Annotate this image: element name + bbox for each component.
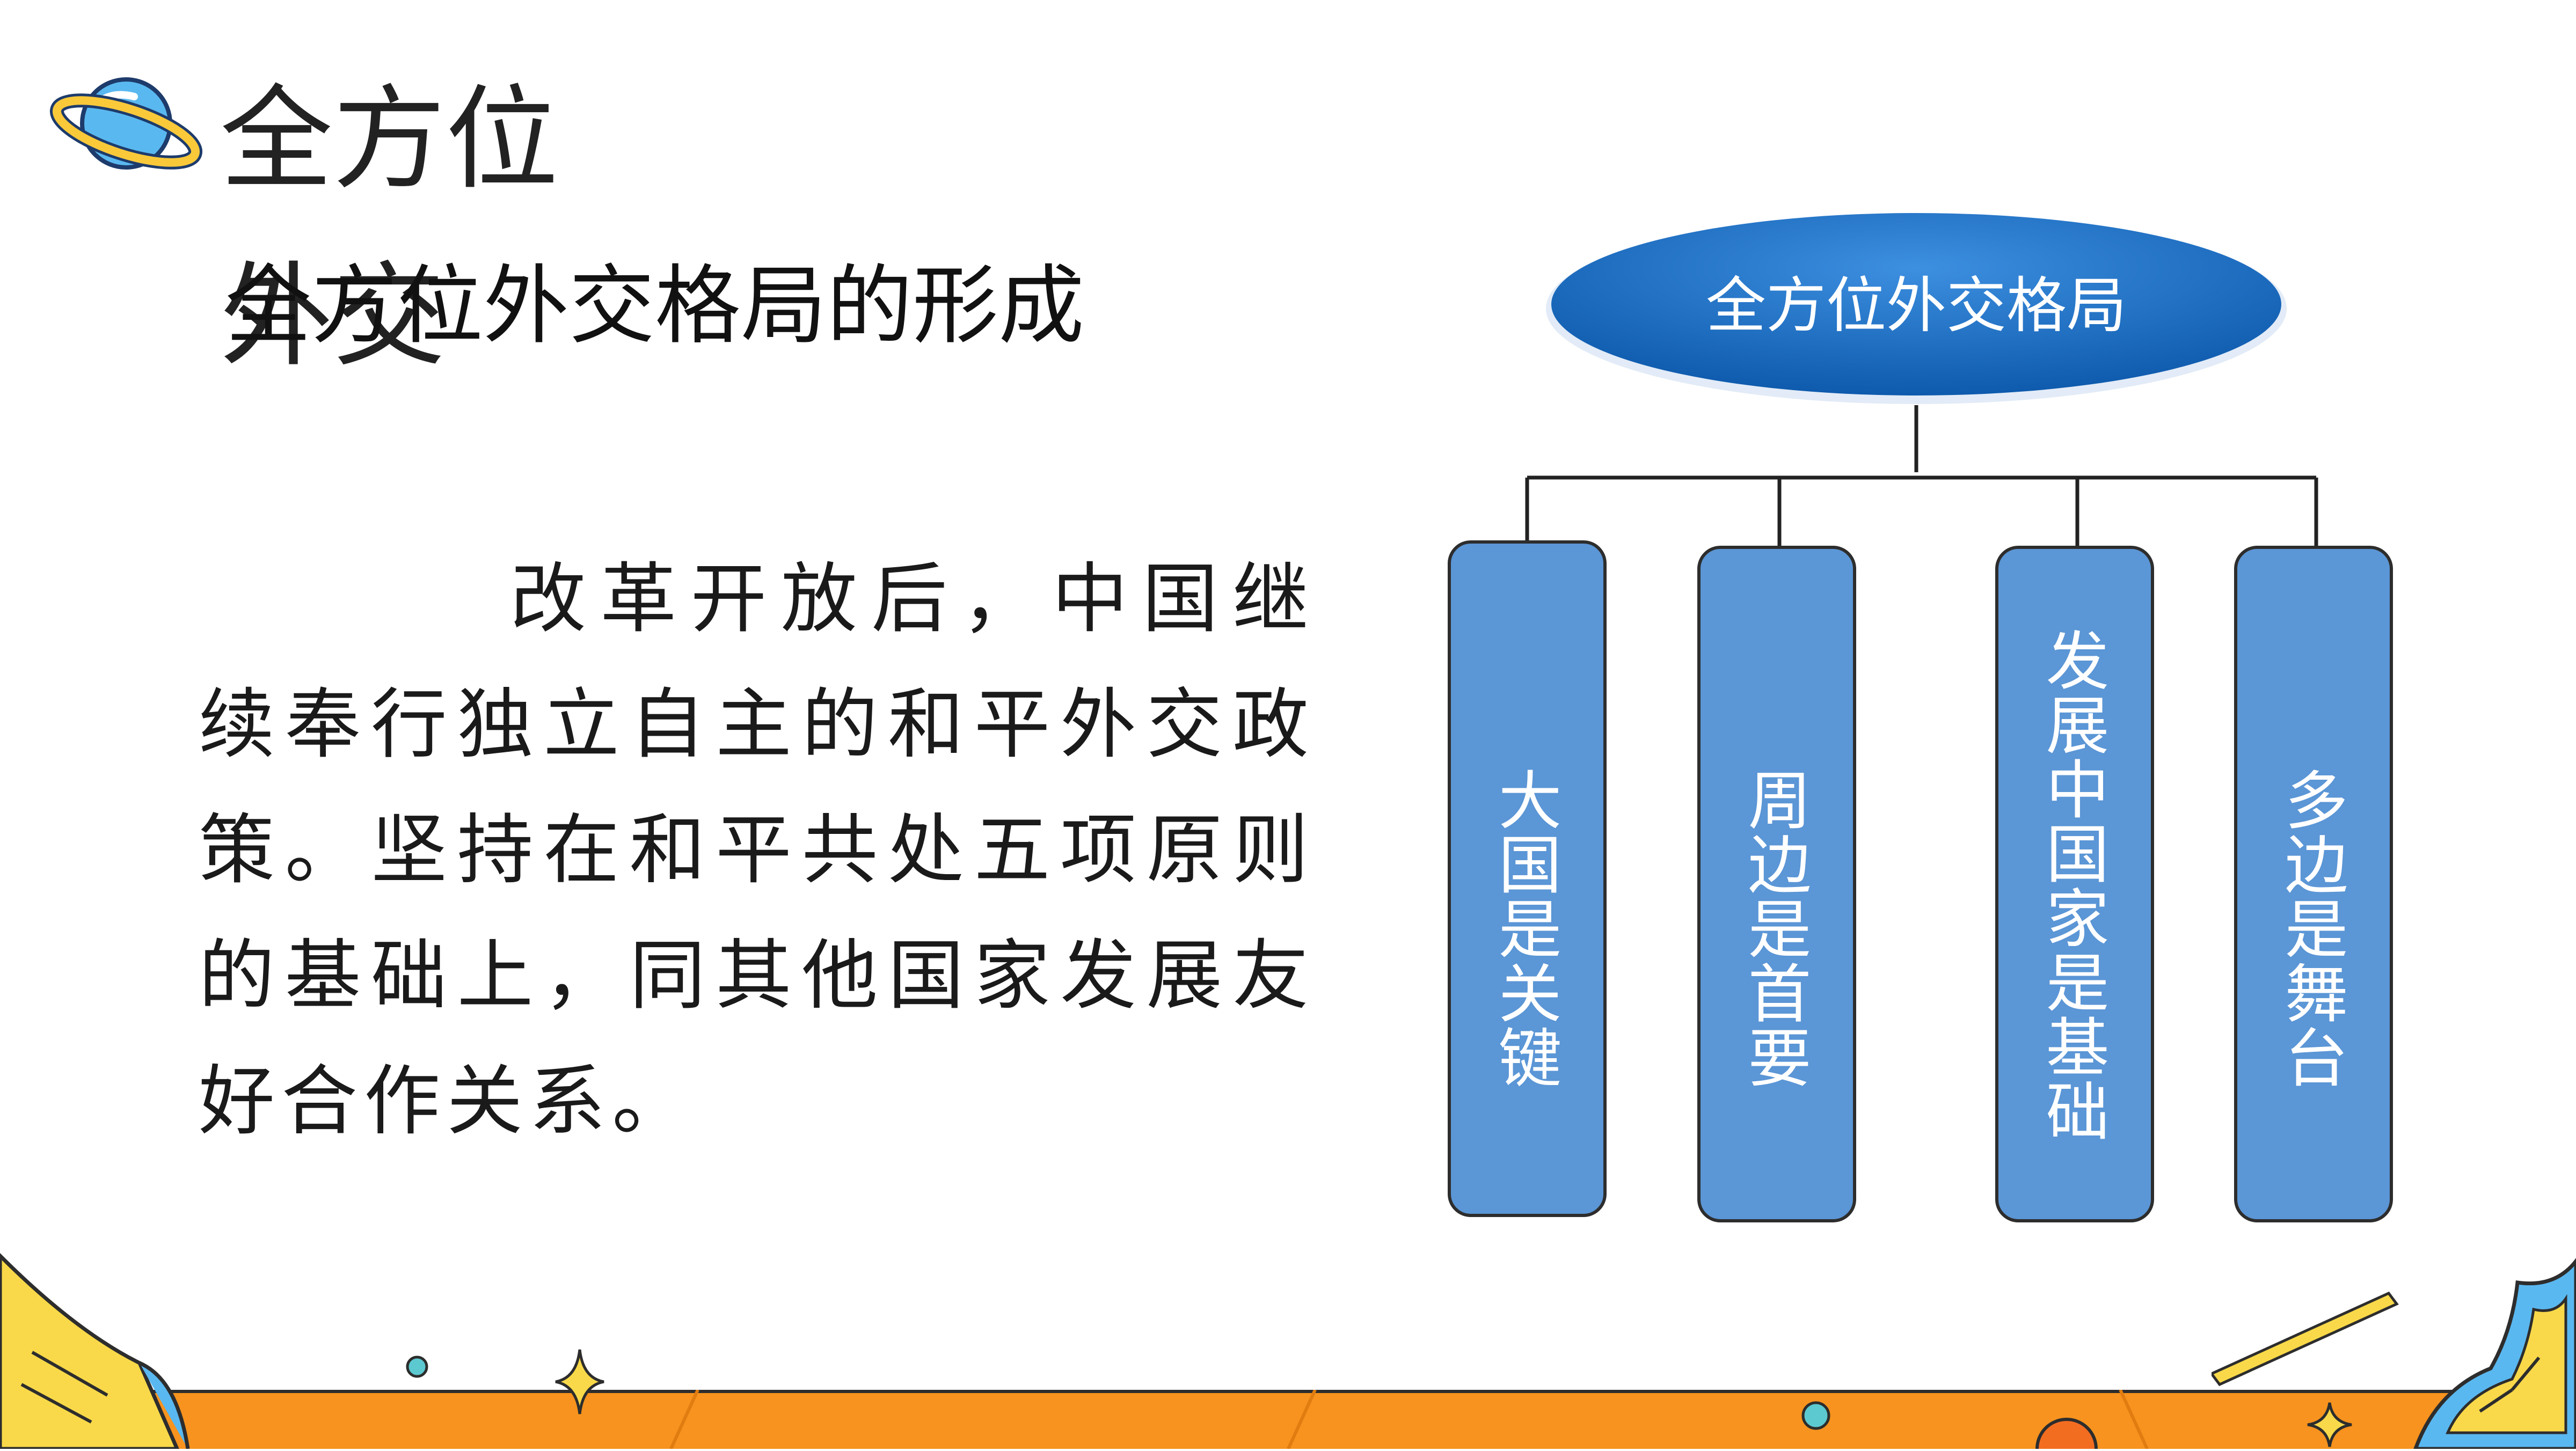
section-subtitle: 全方位外交格局的形成 [225, 255, 1085, 356]
pencil-icon [2209, 1291, 2399, 1387]
star-icon [2305, 1401, 2354, 1449]
star-icon [553, 1347, 607, 1417]
leaf-node-3 [1995, 546, 2154, 1222]
root-node-label: 全方位外交格局 [1706, 271, 2127, 341]
planet-icon [48, 64, 204, 182]
bottom-band [0, 1389, 2576, 1451]
corner-decoration [2209, 1229, 2576, 1451]
dot-decoration [1801, 1401, 1831, 1431]
leaf-label-1: 大国是关键 [1487, 767, 1561, 1089]
dot-decoration [405, 1355, 429, 1379]
page-title: 全方位外交 [220, 74, 559, 382]
leaf-node-1 [1448, 540, 1607, 1217]
structure-diagram: 全方位外交格局 大国是关键 周边是首要 发展中国家是基础 多边是舞台 [1422, 193, 2458, 1240]
leaf-label-4: 多边是舞台 [2274, 767, 2348, 1089]
root-node [1551, 213, 2281, 395]
clock-icon [2413, 1258, 2576, 1451]
leaf-node-4 [2234, 546, 2393, 1222]
body-paragraph: 改革开放后，中国继续奉行独立自主的和平外交政策。坚持在和平共处五项原则的基础上，… [199, 555, 1315, 1146]
leaf-label-3: 发展中国家是基础 [2035, 628, 2109, 1143]
leaf-label-2: 周边是首要 [1737, 767, 1811, 1089]
book-icon [0, 1234, 225, 1451]
leaf-node-2 [1697, 546, 1856, 1222]
